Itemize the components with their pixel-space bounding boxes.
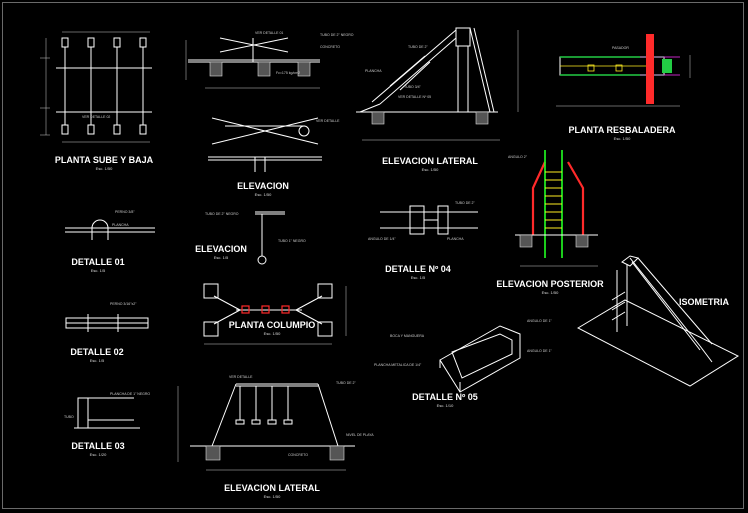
scale-detalle-02: Esc. 1/5 — [90, 358, 105, 363]
scale-planta-columpio: Esc. 1/50 — [264, 331, 281, 336]
drawing-detalle-05: BOCA Y MANGUERA PLANCHA METALICA DE 1/4"… — [374, 319, 553, 393]
drawing-detalle-03: PLANCHA DE 1" NEGRO TUBO — [64, 392, 150, 429]
svg-text:BOCA Y MANGUERA: BOCA Y MANGUERA — [390, 334, 425, 338]
title-detalle-03: DETALLE 03 — [71, 441, 124, 451]
svg-text:TUBO DE 2": TUBO DE 2" — [408, 45, 428, 49]
drawing-elevacion-seesaw: VER DETALLE — [208, 117, 340, 172]
svg-text:ANGULO DE 1/4": ANGULO DE 1/4" — [368, 237, 396, 241]
scale-planta-sube-baja: Esc. 1/50 — [96, 166, 113, 171]
title-planta-sube-baja: PLANTA SUBE Y BAJA — [55, 155, 154, 165]
svg-text:PERNO 3/8": PERNO 3/8" — [115, 210, 135, 214]
drawing-planta-columpio — [203, 283, 347, 345]
drawing-planta-sube-baja: VER DETALLE 02 — [40, 31, 152, 143]
title-detalle-04: DETALLE Nº 04 — [385, 264, 451, 274]
svg-text:PLANCHA METALICA DE 1/4": PLANCHA METALICA DE 1/4" — [374, 363, 422, 367]
title-detalle-05: DETALLE Nº 05 — [412, 392, 478, 402]
drawing-planta-resbaladera: PASADOR — [556, 34, 691, 107]
drawing-detalle-01: PERNO 3/8" PLANCHA — [65, 210, 155, 240]
scale-detalle-04: Esc. 1/5 — [411, 275, 426, 280]
svg-text:VER DETALLE 01: VER DETALLE 01 — [255, 31, 283, 35]
drawing-elevacion-lateral-bottom: VER DETALLE TUBO DE 2" NIVEL DE PLAYA CO… — [177, 375, 374, 471]
svg-text:TUBO DE 2": TUBO DE 2" — [336, 381, 356, 385]
drawing-detalle-02: PERNO 3/16"x2" — [65, 302, 149, 332]
scale-detalle-05: Esc. 1/10 — [437, 403, 454, 408]
svg-text:PASADOR: PASADOR — [612, 46, 629, 50]
title-elevacion-lateral-top: ELEVACION LATERAL — [382, 156, 478, 166]
drawing-elevacion-2: TUBO DE 2" NEGRO TUBO 1" NEGRO — [205, 211, 306, 265]
svg-text:PLANCHA: PLANCHA — [365, 69, 382, 73]
svg-text:ANGULO DE 1": ANGULO DE 1" — [527, 319, 553, 323]
svg-text:PLANCHA: PLANCHA — [112, 223, 129, 227]
title-elevacion-posterior: ELEVACION POSTERIOR — [496, 279, 604, 289]
svg-text:CONCRETO: CONCRETO — [288, 453, 308, 457]
svg-text:TUBO DE 2" NEGRO: TUBO DE 2" NEGRO — [205, 212, 239, 216]
title-detalle-02: DETALLE 02 — [70, 347, 123, 357]
svg-text:ANGULO DE 1": ANGULO DE 1" — [527, 349, 553, 353]
svg-text:VER DETALLE: VER DETALLE — [229, 375, 253, 379]
svg-text:PLANCHA DE 1" NEGRO: PLANCHA DE 1" NEGRO — [110, 392, 150, 396]
scale-elevacion-2: Esc. 1/5 — [214, 255, 229, 260]
svg-text:TUBO 1" NEGRO: TUBO 1" NEGRO — [278, 239, 306, 243]
svg-text:PLANCHA: PLANCHA — [447, 237, 464, 241]
drawing-elevacion-posterior: ANGULO 2" — [508, 150, 598, 267]
svg-text:TUBO DE 2" NEGRO: TUBO DE 2" NEGRO — [320, 33, 354, 37]
scale-elevacion-lateral-bottom: Esc. 1/50 — [264, 494, 281, 499]
title-detalle-01: DETALLE 01 — [71, 257, 124, 267]
svg-text:PERNO 3/16"x2": PERNO 3/16"x2" — [110, 302, 137, 306]
title-planta-columpio: PLANTA COLUMPIO — [229, 320, 316, 330]
svg-text:TUBO: TUBO — [64, 415, 74, 419]
title-elevacion-1: ELEVACION — [237, 181, 289, 191]
scale-elevacion-1: Esc. 1/50 — [255, 192, 272, 197]
title-isometria: ISOMETRIA — [679, 297, 730, 307]
drawing-elevacion-1: VER DETALLE 01 TUBO DE 2" NEGRO CONCRETO… — [185, 31, 354, 89]
svg-text:NIVEL DE PLAYA: NIVEL DE PLAYA — [346, 433, 374, 437]
svg-text:VER DETALLE 02: VER DETALLE 02 — [82, 115, 110, 119]
title-planta-resbaladera: PLANTA RESBALADERA — [569, 125, 676, 135]
scale-elevacion-lateral-top: Esc. 1/50 — [422, 167, 439, 172]
svg-text:VER DETALLE Nº 05: VER DETALLE Nº 05 — [398, 95, 431, 99]
svg-text:Fc=175 kg/cm2: Fc=175 kg/cm2 — [276, 71, 300, 75]
scale-planta-resbaladera: Esc. 1/50 — [614, 136, 631, 141]
svg-text:CONCRETO: CONCRETO — [320, 45, 340, 49]
scale-detalle-01: Esc. 1/5 — [91, 268, 106, 273]
svg-text:TUBO DE 2": TUBO DE 2" — [455, 201, 475, 205]
drawing-elevacion-lateral-top: TUBO DE 2" PLANCHA TUBO 3/4" VER DETALLE… — [356, 27, 519, 141]
drawing-detalle-04: TUBO DE 2" ANGULO DE 1/4" PLANCHA — [368, 201, 478, 241]
svg-text:TUBO 3/4": TUBO 3/4" — [404, 85, 422, 89]
scale-detalle-03: Esc. 1/20 — [90, 452, 107, 457]
title-elevacion-lateral-bottom: ELEVACION LATERAL — [224, 483, 320, 493]
drawing-isometria — [576, 255, 740, 387]
svg-text:ANGULO 2": ANGULO 2" — [508, 155, 528, 159]
svg-text:VER DETALLE: VER DETALLE — [316, 119, 340, 123]
scale-elevacion-posterior: Esc. 1/50 — [542, 290, 559, 295]
title-elevacion-2: ELEVACION — [195, 244, 247, 254]
